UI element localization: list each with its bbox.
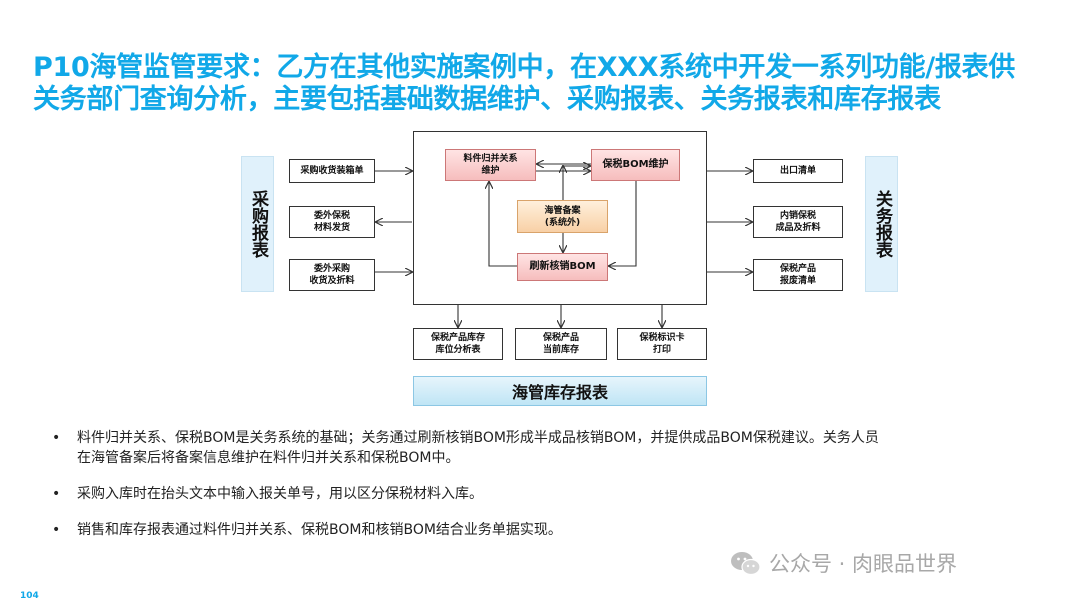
title-line-2: 关务部门查询分析，主要包括基础数据维护、采购报表、关务报表和库存报表 (33, 84, 941, 115)
watermark-text: 公众号 · 肉眼品世界 (769, 552, 958, 576)
bullet-text-1: 料件归并关系、保税BOM是关务系统的基础；关务通过刷新核销BOM形成半成品核销B… (77, 430, 879, 466)
bullet-text-2: 采购入库时在抬头文本中输入报关单号，用以区分保税材料入库。 (77, 486, 483, 502)
arrow-refresh-to-merge (489, 182, 517, 267)
export-list: 出口清单 (753, 159, 843, 183)
arrow-bom-to-refresh (609, 181, 637, 266)
wechat-icon (731, 551, 761, 575)
bullet-item-1: • 料件归并关系、保税BOM是关务系统的基础；关务通过刷新核销BOM形成半成品核… (52, 428, 1042, 468)
bonded-bom-maintenance: 保税BOM维护 (591, 149, 680, 181)
customs-report-bar: 关务报表 (865, 156, 898, 292)
customs-report-label: 关务报表 (872, 190, 892, 258)
title-line-1: P10海管监管要求：乙方在其他实施案例中，在XXX系统中开发一系列功能/报表供 (33, 52, 1015, 83)
bonded-current-inventory: 保税产品 当前库存 (515, 328, 607, 360)
bullet-list: • 料件归并关系、保税BOM是关务系统的基础；关务通过刷新核销BOM形成半成品核… (52, 428, 1042, 556)
purchase-receipt-packing-list: 采购收货装箱单 (289, 159, 375, 183)
customs-inventory-report: 海管库存报表 (413, 376, 707, 406)
page-title: P10海管监管要求：乙方在其他实施案例中，在XXX系统中开发一系列功能/报表供 … (33, 52, 1043, 116)
bullet-item-3: • 销售和库存报表通过料件归并关系、保税BOM和核销BOM结合业务单据实现。 (52, 520, 1042, 540)
bullet-text-3: 销售和库存报表通过料件归并关系、保税BOM和核销BOM结合业务单据实现。 (77, 522, 562, 538)
bullet-dot: • (52, 430, 61, 446)
material-merge-maintenance: 料件归并关系 维护 (445, 149, 536, 181)
outsourced-bonded-material-dispatch: 委外保税 材料发货 (289, 206, 375, 238)
watermark: 公众号 · 肉眼品世界 (730, 548, 957, 578)
bullet-item-2: • 采购入库时在抬头文本中输入报关单号，用以区分保税材料入库。 (52, 484, 1042, 504)
bonded-id-card-print: 保税标识卡 打印 (617, 328, 707, 360)
page-number: 104 (20, 591, 39, 601)
customs-record-external: 海管备案 (系统外) (517, 200, 608, 233)
bullet-dot: • (52, 522, 61, 538)
outsourced-purchase-receipt: 委外采购 收货及折料 (289, 259, 375, 291)
bullet-dot: • (52, 486, 61, 502)
refresh-verification-bom: 刷新核销BOM (517, 253, 608, 281)
bonded-product-scrap-list: 保税产品 报废清单 (753, 259, 843, 291)
purchase-report-bar: 采购报表 (241, 156, 274, 292)
domestic-sale-bonded-products: 内销保税 成品及折料 (753, 206, 843, 238)
bonded-inventory-location-analysis: 保税产品库存 库位分析表 (413, 328, 503, 360)
purchase-report-label: 采购报表 (248, 190, 268, 258)
